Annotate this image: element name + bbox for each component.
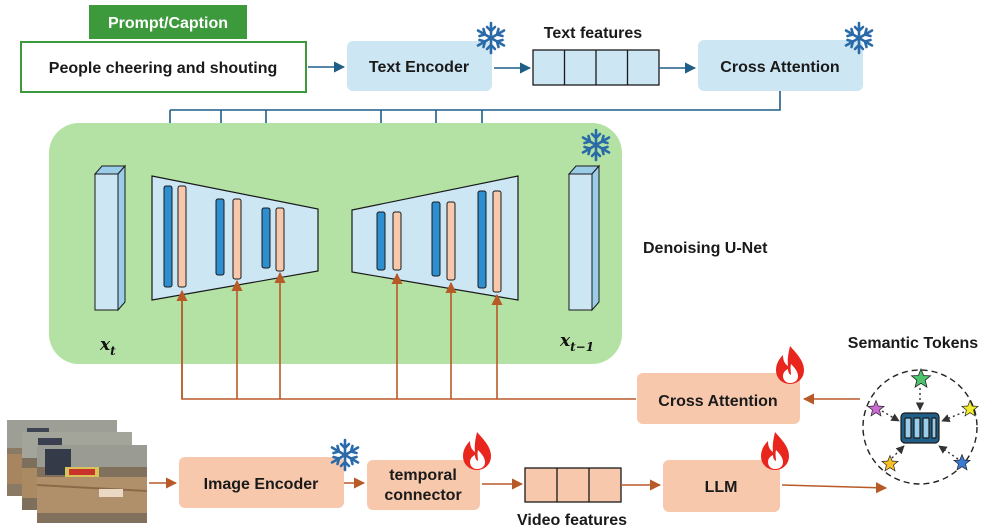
- x-t-block: [93, 164, 127, 312]
- arrow-llm-to-semantic-tokens: [781, 482, 888, 494]
- flame-icon: [463, 432, 491, 470]
- semantic-token-stars: [867, 367, 979, 472]
- prompt-tag-label: Prompt/Caption: [108, 15, 228, 32]
- prompt-box: People cheering and shouting: [20, 41, 307, 93]
- image-encoder-box: Image Encoder: [179, 457, 344, 508]
- cross-attention-bottom-label: Cross Attention: [658, 393, 777, 410]
- text-encoder-box: Text Encoder: [347, 41, 492, 91]
- text-features-block: [532, 49, 660, 86]
- x-t-minus-1-block: [567, 164, 601, 312]
- star-icon: [910, 367, 932, 388]
- image-encoder-label: Image Encoder: [204, 476, 319, 493]
- unet-label: Denoising U-Net: [643, 240, 768, 257]
- llm-label: LLM: [705, 479, 738, 496]
- star-icon: [881, 454, 899, 472]
- star-icon: [961, 399, 979, 417]
- flame-icon: [776, 346, 804, 384]
- star-icon: [867, 399, 885, 417]
- cross-attention-top-box: Cross Attention: [698, 40, 863, 91]
- prompt-text: People cheering and shouting: [49, 60, 277, 77]
- cross-attention-orange-connections: [176, 271, 636, 400]
- text-encoder-label: Text Encoder: [369, 59, 469, 76]
- video-features-block: [524, 467, 622, 503]
- x-t-minus-1-label: xt−1: [559, 331, 594, 354]
- prompt-tag: Prompt/Caption: [89, 5, 247, 39]
- video-frames-image: [7, 420, 148, 523]
- semantic-token-block: [900, 412, 940, 444]
- text-features-label: Text features: [544, 25, 643, 42]
- unet-panel: [49, 123, 622, 364]
- semantic-tokens-circle: [862, 369, 978, 485]
- unet-feature-bars: [163, 185, 502, 293]
- cross-attention-bottom-box: Cross Attention: [637, 373, 800, 424]
- cross-attention-top-label: Cross Attention: [720, 59, 839, 76]
- star-icon: [953, 453, 971, 471]
- x-t-label: xt: [99, 335, 116, 358]
- video-features-label: Video features: [517, 512, 627, 529]
- semantic-token-links: [881, 388, 965, 460]
- llm-box: LLM: [663, 460, 780, 512]
- semantic-tokens-label: Semantic Tokens: [848, 335, 979, 352]
- flame-icon: [761, 432, 789, 470]
